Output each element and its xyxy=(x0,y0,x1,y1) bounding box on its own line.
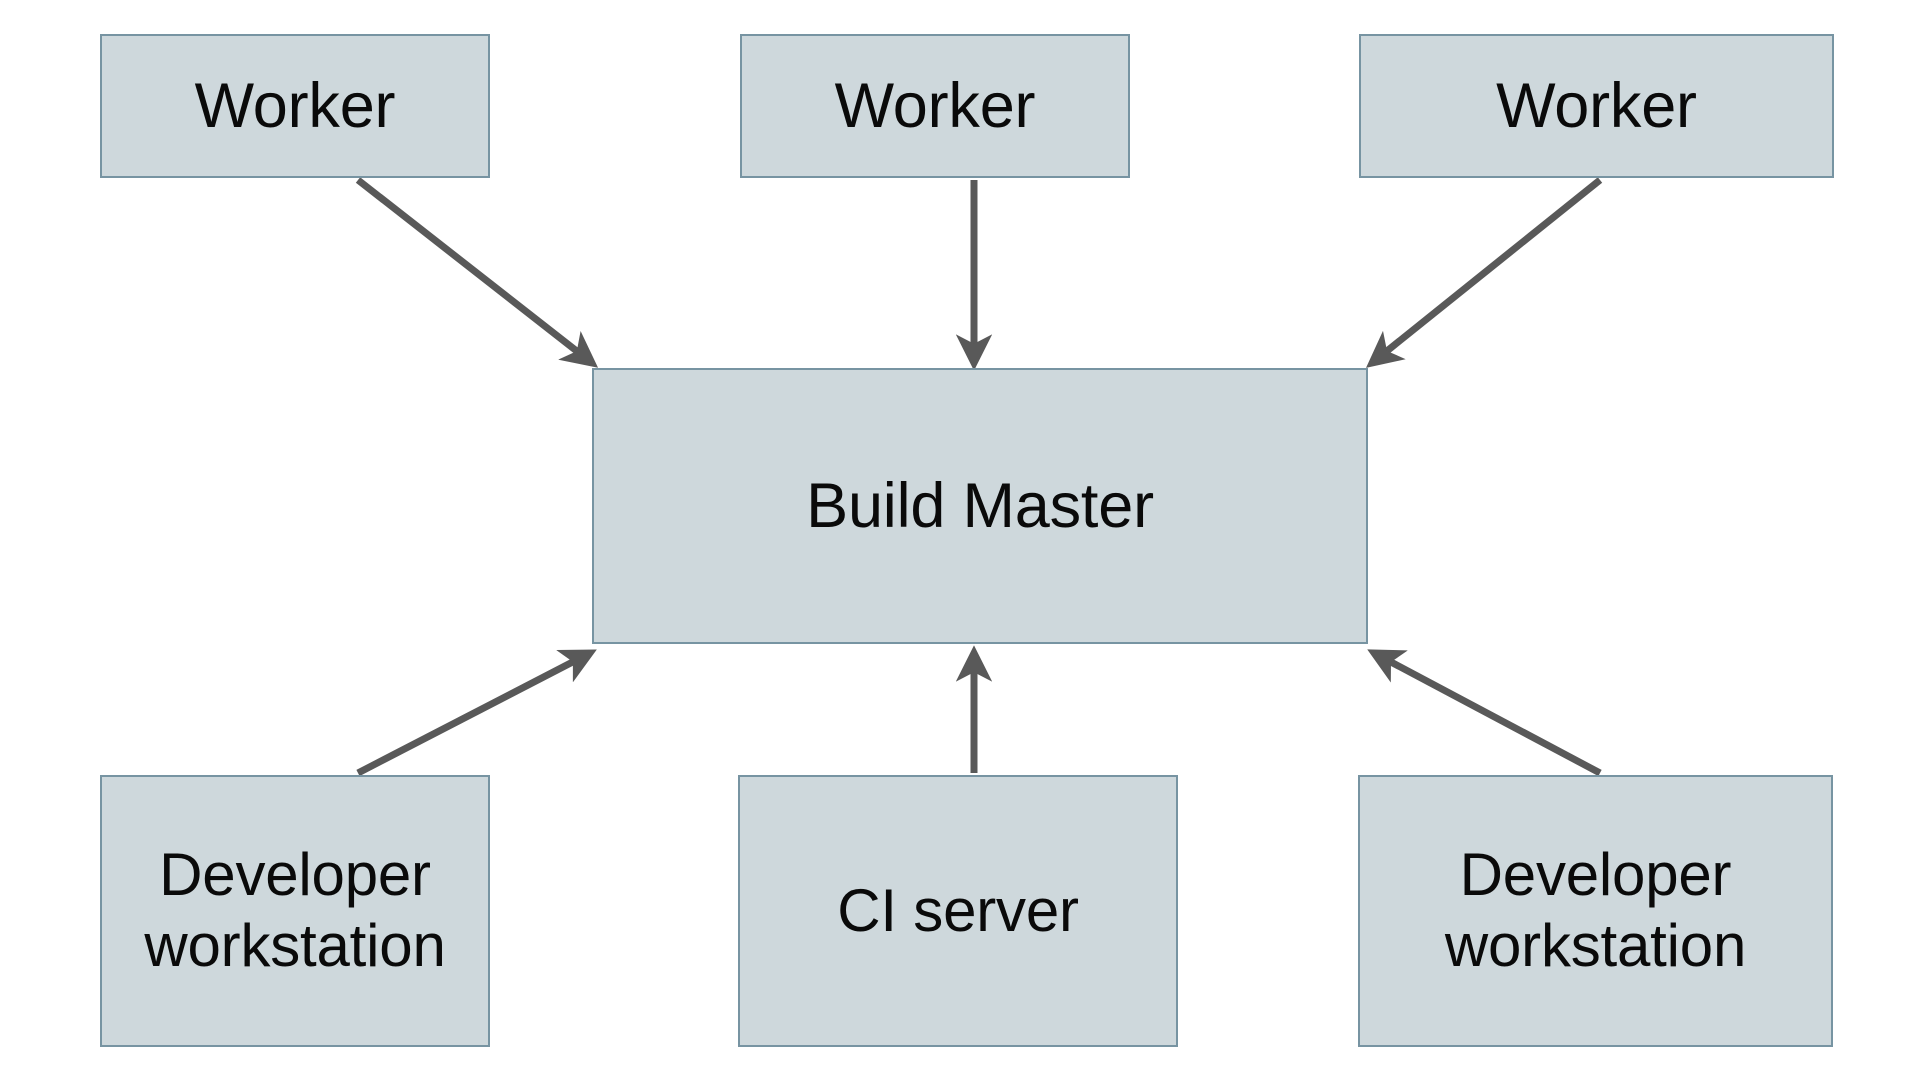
node-developer-workstation-right[interactable]: Developer workstation xyxy=(1358,775,1833,1047)
node-label: Developer workstation xyxy=(144,841,446,979)
edge-dev-right-to-master xyxy=(1367,649,1602,777)
node-ci-server[interactable]: CI server xyxy=(738,775,1178,1047)
node-worker-center[interactable]: Worker xyxy=(740,34,1130,178)
node-label: Worker xyxy=(1496,70,1697,141)
edge-dev-left-to-master xyxy=(356,649,597,777)
node-build-master[interactable]: Build Master xyxy=(592,368,1368,644)
node-label: CI server xyxy=(837,876,1079,944)
node-developer-workstation-left[interactable]: Developer workstation xyxy=(100,775,490,1047)
node-label: Build Master xyxy=(806,470,1154,541)
edge-worker-left-to-master xyxy=(355,177,599,368)
node-label: Developer workstation xyxy=(1444,841,1747,979)
edge-worker-right-to-master xyxy=(1365,177,1603,368)
node-label: Worker xyxy=(194,70,396,141)
node-worker-right[interactable]: Worker xyxy=(1359,34,1834,178)
node-worker-left[interactable]: Worker xyxy=(100,34,490,178)
node-label: Worker xyxy=(834,70,1036,141)
